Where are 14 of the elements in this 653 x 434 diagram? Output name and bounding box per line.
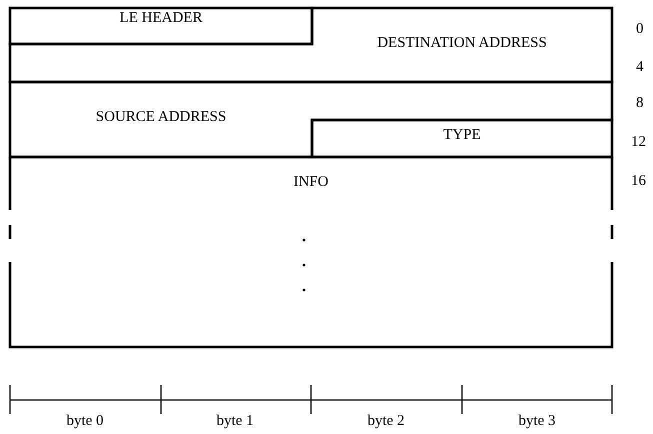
field-name: INFO [292,174,330,191]
byte-column-label: byte 3 [517,413,557,430]
field-name: SOURCE ADDRESS [94,109,228,126]
byte-column-label: byte 1 [215,413,255,430]
byte-offset-label: 0 [636,21,644,38]
field-name: TYPE [442,127,482,144]
byte-offset-label: 4 [636,59,644,76]
byte-column-label: byte 0 [65,413,105,430]
byte-offset-label: 8 [636,95,644,112]
byte-column-label: byte 2 [366,413,406,430]
field-name: LE HEADER [118,10,204,27]
byte-offset-label: 16 [631,173,646,190]
byte-offset-label: 12 [631,134,646,151]
field-name: DESTINATION ADDRESS [376,35,548,52]
